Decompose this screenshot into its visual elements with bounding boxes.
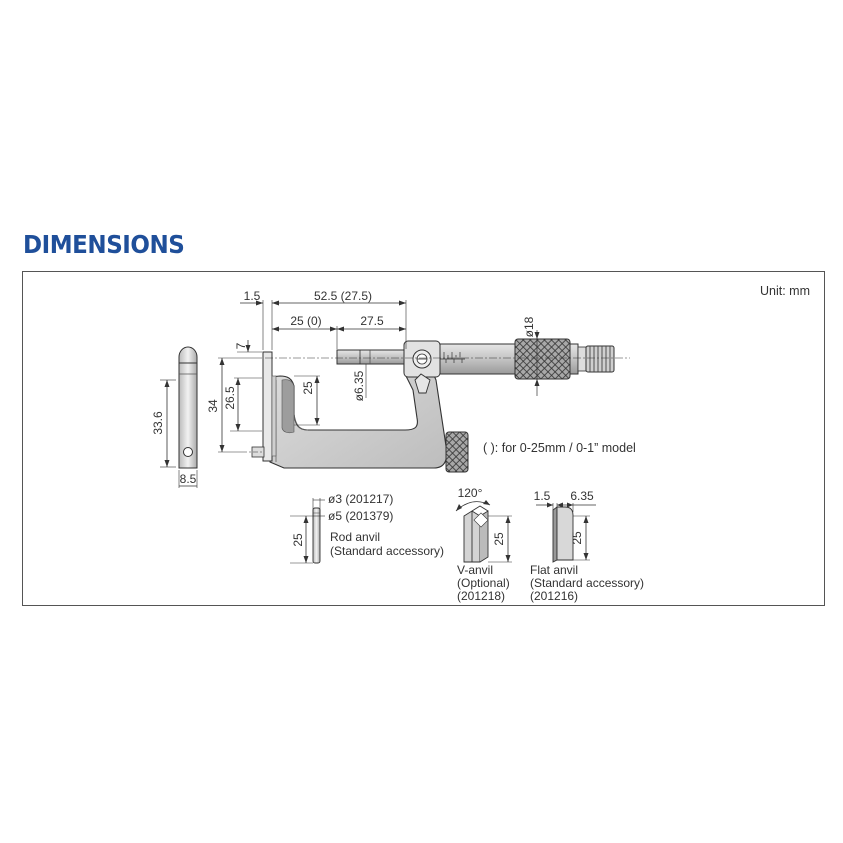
rod-anvil-length: 25 xyxy=(291,533,305,547)
micrometer-front-view xyxy=(242,338,630,473)
section-heading: DIMENSIONS xyxy=(23,230,185,259)
v-anvil-angle: 120° xyxy=(458,486,483,500)
v-anvil-note: (Optional) xyxy=(457,576,510,590)
dim-34: 34 xyxy=(206,399,220,413)
unit-label: Unit: mm xyxy=(760,284,810,298)
flat-anvil-w2: 6.35 xyxy=(570,489,594,503)
dimension-arrows xyxy=(219,300,540,452)
rod-anvil-figure xyxy=(290,498,325,564)
flat-anvil-name: Flat anvil xyxy=(530,563,578,577)
dimensions-frame: Unit: mm xyxy=(22,271,825,606)
rod-anvil-dia2: ø5 (201379) xyxy=(328,509,393,523)
flat-anvil-code: (201216) xyxy=(530,589,578,603)
dim-52-5: 52.5 (27.5) xyxy=(314,289,372,303)
dim-phi-18: ø18 xyxy=(522,316,536,337)
rod-anvil-name: Rod anvil xyxy=(330,530,380,544)
flat-anvil-figure xyxy=(536,502,596,563)
flat-anvil-w1: 1.5 xyxy=(534,489,551,503)
rod-anvil-note: (Standard accessory) xyxy=(330,544,444,558)
dim-27-5: 27.5 xyxy=(360,314,384,328)
dim-25-frame: 25 xyxy=(301,381,315,395)
flat-anvil-length: 25 xyxy=(570,531,584,545)
side-view: 33.6 8.5 xyxy=(151,346,198,488)
dim-1-5: 1.5 xyxy=(244,289,261,303)
dim-7: 7 xyxy=(234,342,248,349)
v-anvil-length: 25 xyxy=(492,532,506,546)
rod-anvil-dia1: ø3 (201217) xyxy=(328,492,393,506)
dim-25-0: 25 (0) xyxy=(290,314,321,328)
v-anvil-figure xyxy=(455,500,512,563)
dim-8-5: 8.5 xyxy=(180,472,197,486)
dim-phi-6-35: ø6.35 xyxy=(352,370,366,401)
v-anvil-name: V-anvil xyxy=(457,563,493,577)
dim-26-5: 26.5 xyxy=(223,386,237,410)
v-anvil-code: (201218) xyxy=(457,589,505,603)
flat-anvil-note: (Standard accessory) xyxy=(530,576,644,590)
model-note: ( ): for 0-25mm / 0-1” model xyxy=(483,441,636,455)
dim-33-6: 33.6 xyxy=(151,411,165,435)
